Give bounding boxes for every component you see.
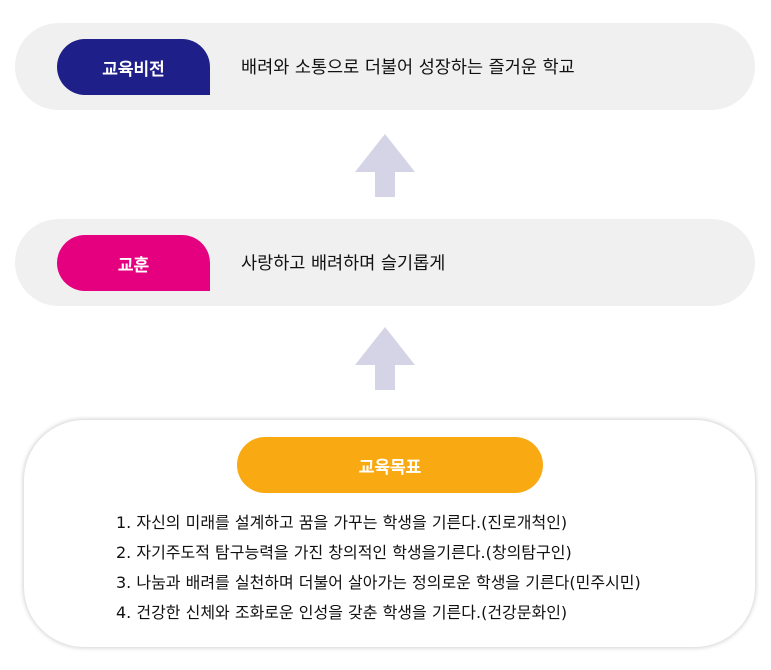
arrow-up-icon (355, 134, 415, 197)
vision-row: 교육비전 배려와 소통으로 더불어 성장하는 즐거운 학교 (15, 23, 755, 110)
motto-badge: 교훈 (57, 235, 210, 291)
goal-item: 1. 자신의 미래를 설계하고 꿈을 가꾸는 학생을 기른다.(진로개척인) (116, 513, 568, 532)
arrow-up-icon (355, 327, 415, 390)
goals-list: 1. 자신의 미래를 설계하고 꿈을 가꾸는 학생을 기른다.(진로개척인) 2… (116, 508, 641, 628)
motto-row: 교훈 사랑하고 배려하며 슬기롭게 (15, 219, 755, 306)
goal-item: 2. 자기주도적 탐구능력을 가진 창의적인 학생을기른다.(창의탐구인) (116, 543, 572, 562)
goal-item: 3. 나눔과 배려를 실천하며 더불어 살아가는 정의로운 학생을 기른다(민주… (116, 573, 641, 592)
vision-text: 배려와 소통으로 더불어 성장하는 즐거운 학교 (241, 58, 575, 78)
goals-box: 교육목표 1. 자신의 미래를 설계하고 꿈을 가꾸는 학생을 기른다.(진로개… (24, 420, 755, 647)
motto-text: 사랑하고 배려하며 슬기롭게 (241, 254, 446, 274)
vision-badge: 교육비전 (57, 39, 210, 95)
goal-item: 4. 건강한 신체와 조화로운 인성을 갖춘 학생을 기른다.(건강문화인) (116, 603, 568, 622)
goals-badge: 교육목표 (237, 437, 543, 493)
